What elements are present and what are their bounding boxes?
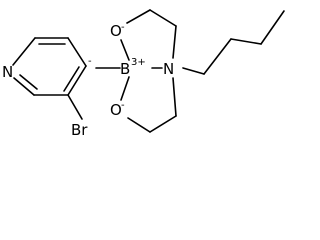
bond-b-o-top: [120, 39, 130, 61]
structure-diagram: N Br - B 3+ O - O - N: [2, 9, 285, 139]
atom-n-amine: N: [163, 60, 174, 78]
bond-n-c1: [182, 67, 205, 75]
atom-boron: B: [120, 60, 130, 78]
bond-b-o-bottom: [120, 76, 130, 101]
bond-c4-c5: [67, 65, 87, 96]
charge-carbanion: -: [88, 56, 92, 67]
bond-c4-c5-inner: [63, 66, 80, 92]
bond-ch2-ch2-bottom: [149, 115, 177, 133]
bond-o-bottom-ch2: [127, 117, 151, 133]
bond-ch2-ch2-top: [149, 9, 177, 27]
atom-bromine: Br: [71, 121, 88, 139]
bond-c3-c4-chain: [260, 10, 285, 45]
charge-oxygen-top: -: [121, 22, 125, 33]
molecule-drawing: N Br - B 3+ O - O - N: [2, 9, 285, 139]
atom-oxygen-top: O: [110, 22, 122, 40]
bond-c2-c3-chain: [230, 38, 262, 45]
pyridine-ring: [12, 37, 87, 96]
atom-oxygen-bottom: O: [110, 101, 122, 119]
bond-c1-c2: [203, 38, 232, 75]
charge-oxygen-bottom: -: [121, 100, 125, 111]
bond-n-c2: [12, 37, 36, 66]
bond-ch2-n-bottom: [172, 77, 177, 117]
bond-c3-c4: [67, 37, 87, 67]
bond-o-top-ch2: [126, 9, 151, 24]
bond-c6-n: [13, 77, 35, 96]
bond-c6-n-inner: [19, 74, 38, 90]
bond-ch2-n-top: [172, 25, 177, 59]
atom-n-pyridine: N: [2, 63, 13, 81]
bond-c-br: [67, 94, 83, 120]
charge-boron: 3+: [131, 57, 146, 68]
butyl-chain: [182, 10, 285, 75]
